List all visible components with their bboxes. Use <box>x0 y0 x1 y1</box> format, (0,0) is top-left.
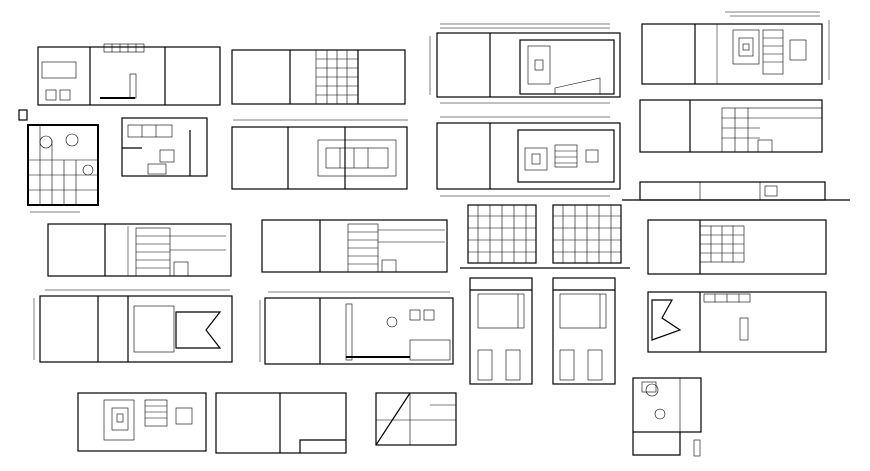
drawing-elev-g <box>231 119 408 190</box>
symbol-mark <box>18 109 28 121</box>
drawing-sect-p1 <box>469 277 533 385</box>
drawing-furniture-plan <box>632 377 702 457</box>
drawing-elev-f <box>121 117 208 177</box>
drawing-elev-i <box>639 99 823 153</box>
drawing-elev-l <box>647 219 827 275</box>
drawing-plan-a <box>37 43 221 106</box>
drawing-elev-b <box>231 49 406 105</box>
drawing-elev-j <box>47 223 232 277</box>
drawing-plan-r <box>77 392 207 452</box>
drawing-plan-s <box>215 392 347 454</box>
drawing-detail-r <box>375 392 457 446</box>
drawing-elev-k <box>261 219 448 273</box>
drawing-plan-q <box>647 291 827 353</box>
drawing-grid-2 <box>460 204 630 269</box>
drawing-grid-1 <box>467 204 537 264</box>
drawing-sect-p2 <box>552 277 616 385</box>
drawing-plan-m <box>33 289 233 363</box>
drawing-sect-o <box>622 181 850 201</box>
drawing-plan-n <box>259 291 454 365</box>
drawing-plan-e <box>27 124 99 213</box>
drawing-plan-h <box>436 116 621 197</box>
drawing-plan-d <box>641 11 830 85</box>
drawing-plan-c <box>429 23 621 104</box>
